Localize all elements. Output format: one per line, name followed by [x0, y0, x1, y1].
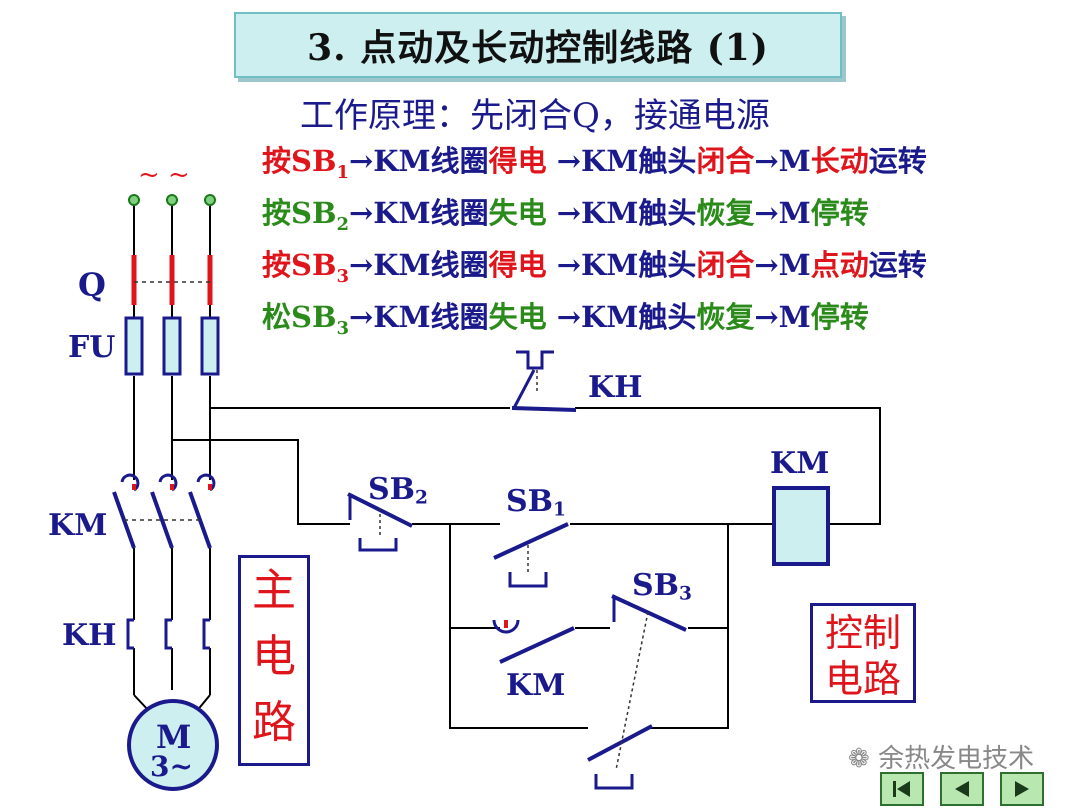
step-fragment: 2: [336, 213, 349, 235]
label-fu: FU: [68, 330, 116, 365]
step-fragment: →M: [754, 248, 811, 282]
km-main-contacts: [112, 473, 216, 549]
label-sb2: SB2: [368, 472, 428, 509]
label-kh-main: KH: [62, 618, 117, 653]
step-fragment: 按SB: [262, 196, 337, 230]
step-fragment: →M: [754, 300, 811, 334]
main-circuit-char: 路: [252, 697, 296, 748]
operation-step-line: 按SB2→KM线圈失电 →KM触头恢复→M停转: [262, 190, 869, 235]
page-title: 3. 点动及长动控制线路 (1): [307, 27, 769, 69]
watermark: ❁ 余热发电技术: [848, 738, 1034, 775]
supply-terminals: [128, 194, 216, 206]
step-fragment: →KM线圈: [349, 300, 489, 334]
main-circuit-label-box: 主 电 路: [238, 555, 310, 766]
operation-step-line: 按SB1→KM线圈得电 →KM触头闭合→M长动运转: [262, 138, 927, 183]
step-fragment: 点动: [810, 248, 869, 282]
label-kh-control: KH: [588, 370, 643, 405]
step-fragment: 运转: [868, 248, 927, 282]
sb1-start-button: [493, 522, 569, 588]
step-fragment: 运转: [868, 144, 927, 178]
label-km-coil: KM: [770, 446, 830, 481]
control-circuit-label-box: 控制 电路: [810, 603, 916, 703]
step-fragment: 1: [336, 161, 349, 183]
watermark-text: 余热发电技术: [878, 744, 1035, 774]
kh-heaters: [126, 618, 210, 650]
step-fragment: →KM线圈: [349, 144, 489, 178]
step-fragment: 失电: [488, 300, 547, 334]
label-sb1: SB1: [506, 484, 566, 521]
motor-label-phase: 3~: [150, 750, 193, 783]
next-icon: [1015, 781, 1029, 797]
step-fragment: 3: [336, 317, 349, 339]
step-fragment: →M: [754, 144, 811, 178]
step-fragment: →KM线圈: [349, 196, 489, 230]
motor-symbol: [127, 699, 219, 791]
operation-step-line: 松SB3→KM线圈失电 →KM触头恢复→M停转: [262, 294, 869, 339]
label-km-main: KM: [48, 508, 108, 543]
main-circuit-wires: [133, 202, 211, 713]
main-circuit-char: 电: [252, 631, 296, 682]
step-fragment: 长动: [810, 144, 869, 178]
motor-label-m: M: [156, 718, 192, 756]
nav-prev-button[interactable]: [940, 772, 984, 806]
sb3-jog-button: [587, 594, 687, 790]
km-aux-contact: [492, 619, 575, 664]
wechat-icon: ❁: [848, 744, 870, 774]
title-box: 3. 点动及长动控制线路 (1): [234, 12, 842, 78]
q-switch: [131, 255, 213, 305]
operation-step-line: 按SB3→KM线圈得电 →KM触头闭合→M点动运转: [262, 242, 927, 287]
step-fragment: 按SB: [262, 248, 337, 282]
control-circuit-line: 控制: [824, 611, 901, 655]
control-circuit-wires: [172, 407, 881, 729]
first-icon: [893, 781, 910, 797]
step-fragment: 停转: [810, 196, 869, 230]
kh-control-contact: [511, 350, 577, 412]
step-fragment: →KM触头: [546, 144, 697, 178]
step-fragment: 恢复: [696, 300, 755, 334]
step-fragment: 松SB: [262, 300, 337, 334]
sb2-stop-button: [347, 492, 413, 552]
label-km-aux: KM: [506, 668, 566, 703]
control-circuit-line: 电路: [824, 657, 901, 701]
fu-fuses: [124, 316, 220, 376]
step-fragment: 失电: [488, 196, 547, 230]
nav-next-button[interactable]: [1000, 772, 1044, 806]
km-coil: [772, 486, 830, 566]
step-fragment: 停转: [810, 300, 869, 334]
step-fragment: 按SB: [262, 144, 337, 178]
principle-text: 工作原理：先闭合Q，接通电源: [300, 96, 770, 136]
step-fragment: 3: [336, 265, 349, 287]
step-fragment: →KM触头: [546, 248, 697, 282]
step-fragment: 闭合: [696, 248, 755, 282]
prev-icon: [955, 781, 969, 797]
step-fragment: →KM触头: [546, 300, 697, 334]
step-fragment: →M: [754, 196, 811, 230]
label-sb3: SB3: [632, 568, 692, 605]
step-fragment: 闭合: [696, 144, 755, 178]
ac-symbol: ~ ~: [138, 160, 190, 190]
step-fragment: 得电: [488, 248, 547, 282]
main-circuit-char: 主: [252, 565, 296, 616]
step-fragment: →KM触头: [546, 196, 697, 230]
step-fragment: 得电: [488, 144, 547, 178]
step-fragment: →KM线圈: [349, 248, 489, 282]
step-fragment: 恢复: [696, 196, 755, 230]
label-q: Q: [78, 266, 106, 304]
nav-first-button[interactable]: [880, 772, 924, 806]
